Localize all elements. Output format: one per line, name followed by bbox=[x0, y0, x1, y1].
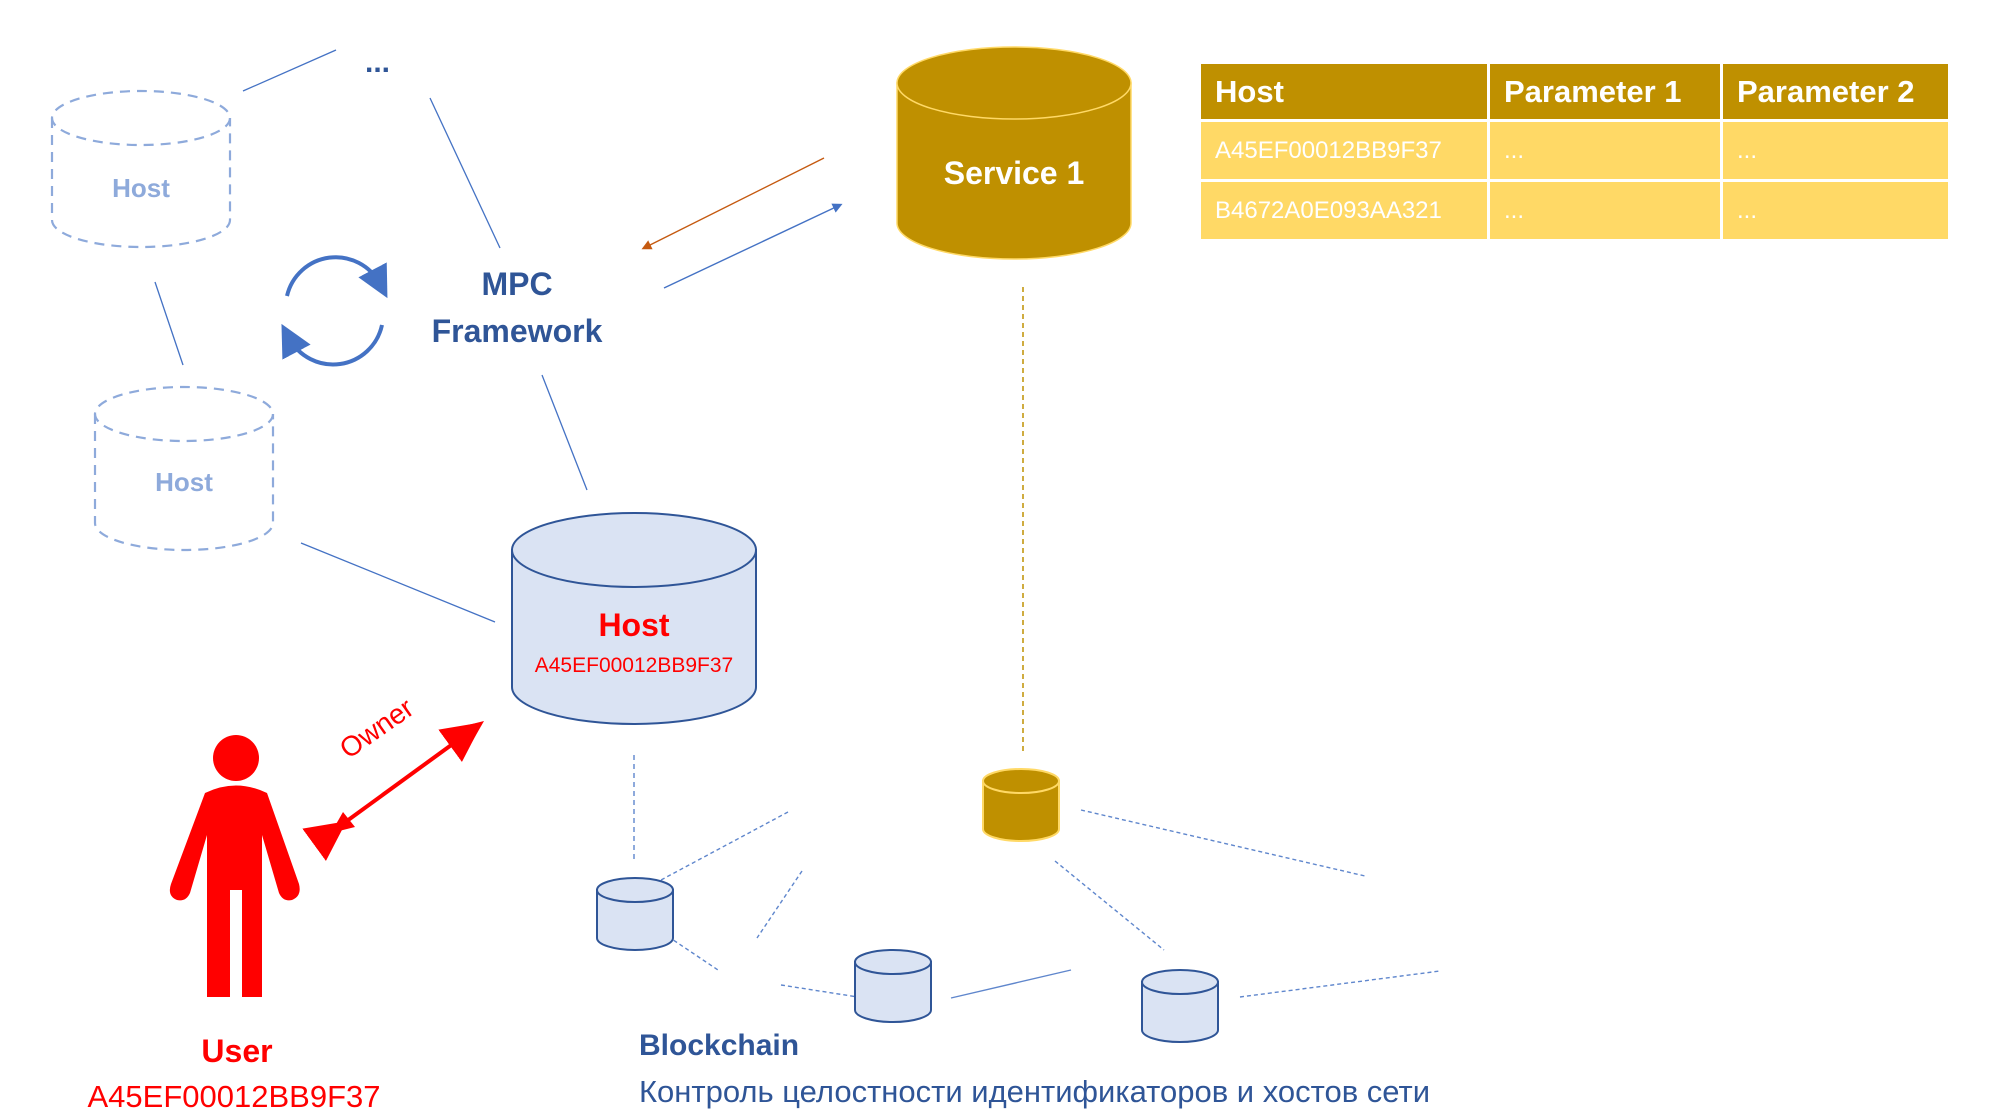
person-head bbox=[213, 735, 259, 781]
blockchain-node-1 bbox=[596, 877, 674, 951]
table-cell-host: B4672A0E093AA321 bbox=[1201, 182, 1487, 239]
table-cell-parameter-1: ... bbox=[1490, 122, 1720, 179]
service-label: Service 1 bbox=[944, 155, 1085, 191]
ghost-host-bottom-label: Host bbox=[155, 467, 213, 497]
connector-mpc-to-main-host bbox=[541, 374, 588, 491]
host-parameter-table: Host Parameter 1 Parameter 2 A45EF00012B… bbox=[1198, 61, 1951, 242]
service-cylinder-body bbox=[896, 82, 1132, 260]
ghost-host-bottom-body bbox=[93, 414, 275, 552]
main-host-label: Host bbox=[598, 607, 669, 643]
cycle-arrow-top bbox=[285, 255, 388, 299]
blockchain-node-2-body bbox=[854, 961, 932, 1023]
blockchain-node-gold-lid bbox=[982, 768, 1060, 794]
mpc-connector-lines bbox=[154, 49, 588, 623]
table-row: B4672A0E093AA321 ... ... bbox=[1201, 182, 1948, 239]
person-icon bbox=[169, 735, 300, 997]
main-host-cylinder-lid bbox=[511, 512, 757, 588]
blockchain-node-1-body bbox=[596, 889, 674, 951]
link-gold-to-right bbox=[1080, 809, 1366, 877]
owner-arrow-head-end bbox=[460, 721, 484, 742]
table-cell-parameter-2: ... bbox=[1723, 182, 1948, 239]
main-host-id: A45EF00012BB9F37 bbox=[535, 654, 733, 677]
connector-ghost-host-top-to-ellipsis bbox=[242, 49, 337, 92]
ghost-host-top-lid bbox=[50, 89, 232, 147]
ellipsis-label: ... bbox=[365, 46, 390, 79]
link-node3-to-right bbox=[950, 969, 1072, 999]
main-host-cylinder bbox=[511, 512, 757, 725]
blockchain-node-1-lid bbox=[596, 877, 674, 903]
blockchain-node-3 bbox=[1141, 969, 1219, 1043]
connector-ghost-host-bottom-to-main-host bbox=[300, 542, 496, 623]
user-label: User bbox=[201, 1033, 272, 1069]
table-header-host: Host bbox=[1201, 64, 1487, 119]
blockchain-node-3-lid bbox=[1141, 969, 1219, 995]
link-gold-to-node1 bbox=[632, 811, 789, 896]
blockchain-node-gold-body bbox=[982, 780, 1060, 842]
link-node3-right bbox=[1239, 970, 1441, 998]
blockchain-node-3-body bbox=[1141, 981, 1219, 1043]
table-cell-parameter-1: ... bbox=[1490, 182, 1720, 239]
arrow-mpc-to-service bbox=[663, 203, 843, 289]
ghost-host-top bbox=[50, 89, 232, 249]
blockchain-subtitle: Контроль целостности идентификаторов и х… bbox=[639, 1074, 1430, 1109]
cycle-arrows-icon bbox=[281, 255, 388, 367]
table-header-parameter-2: Parameter 2 bbox=[1723, 64, 1948, 119]
connector-ghost-host-top-to-ghost-host-bottom bbox=[154, 281, 184, 366]
blockchain-node-2 bbox=[854, 949, 932, 1023]
user-id: A45EF00012BB9F37 bbox=[88, 1079, 381, 1114]
mpc-framework-title-line2: Framework bbox=[432, 313, 603, 349]
cycle-arrow-bottom bbox=[281, 323, 384, 367]
mpc-framework-title-line1: MPC bbox=[481, 266, 552, 302]
owner-double-arrow bbox=[302, 722, 483, 862]
link-gold-to-node3 bbox=[1054, 860, 1165, 951]
table-cell-host: A45EF00012BB9F37 bbox=[1201, 122, 1487, 179]
table-row: A45EF00012BB9F37 ... ... bbox=[1201, 122, 1948, 179]
blockchain-node-gold bbox=[982, 768, 1060, 842]
person-body bbox=[169, 785, 300, 997]
blockchain-node-2-lid bbox=[854, 949, 932, 975]
ghost-host-top-label: Host bbox=[112, 173, 170, 203]
blockchain-title: Blockchain bbox=[639, 1029, 799, 1062]
table-cell-parameter-2: ... bbox=[1723, 122, 1948, 179]
main-host-cylinder-body bbox=[511, 549, 757, 725]
service-cylinder-lid bbox=[896, 46, 1132, 120]
table-header-parameter-1: Parameter 1 bbox=[1490, 64, 1720, 119]
arrow-service-to-mpc bbox=[641, 157, 825, 250]
ghost-host-bottom bbox=[93, 385, 275, 552]
table-header-row: Host Parameter 1 Parameter 2 bbox=[1201, 64, 1948, 119]
link-gold-to-node2 bbox=[756, 870, 803, 939]
owner-label: Owner bbox=[334, 692, 419, 765]
owner-arrow-head-start bbox=[331, 812, 355, 833]
service-cylinder bbox=[896, 46, 1132, 260]
ghost-host-bottom-lid bbox=[93, 385, 275, 443]
connector-ellipsis-to-mpc bbox=[429, 97, 501, 249]
